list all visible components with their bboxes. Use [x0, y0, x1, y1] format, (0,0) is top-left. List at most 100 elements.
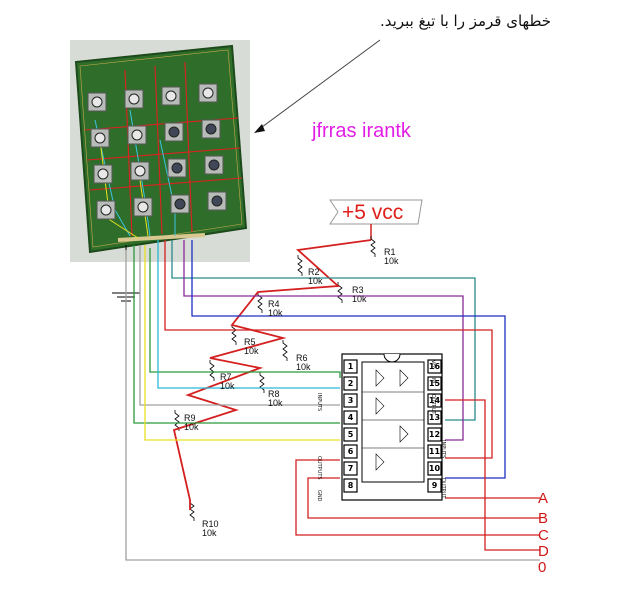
ic-label-inputs-right: INPUTS — [440, 440, 446, 459]
ic-pin-right-13 — [427, 410, 442, 425]
resistor-9 — [174, 410, 180, 431]
ic-pin-right-15 — [427, 376, 442, 391]
output-label-0: 0 — [538, 559, 547, 576]
pointer-arrow — [254, 39, 381, 133]
keypad-button-12 — [204, 155, 224, 175]
ic-pin-left-5 — [343, 427, 358, 442]
resistor-3 — [337, 282, 343, 303]
resistor-8 — [259, 372, 265, 393]
ic-pin-right-16 — [427, 359, 442, 374]
ic-label-nc: NC — [430, 378, 436, 386]
ic-pin-left-3 — [343, 393, 358, 408]
keypad-button-8 — [201, 119, 221, 139]
keypad-button-2 — [124, 89, 144, 109]
resistor-1 — [370, 236, 376, 257]
ic-pin-number-4: 4 — [347, 413, 354, 422]
ic-pin-left-4 — [343, 410, 358, 425]
cut-instruction-note: خطهای قرمز را با تیغ ببرید. — [380, 12, 552, 30]
output-label-c: C — [538, 527, 549, 544]
ic-pin-right-11 — [427, 444, 442, 459]
resistor-7 — [209, 360, 215, 381]
ic-pin-number-5: 5 — [347, 430, 354, 439]
vcc-label: +5 vcc — [342, 201, 404, 224]
keypad-button-13 — [96, 200, 116, 220]
ic-pin-number-14: 14 — [428, 396, 441, 405]
keypad-button-14 — [133, 197, 153, 217]
ic-label-output-top: OUTPUT — [430, 394, 436, 415]
ic-pin-left-8 — [343, 478, 358, 493]
ic-pin-right-14 — [427, 393, 442, 408]
keypad-button-7 — [164, 122, 184, 142]
ic-pin-number-10: 10 — [428, 464, 441, 473]
wire-purple — [183, 240, 464, 441]
ic-pin-number-11: 11 — [428, 447, 441, 456]
author-credit: jfrras irantk — [312, 120, 411, 142]
ic-pin-left-7 — [343, 461, 358, 476]
wire-out-d — [445, 399, 540, 551]
wire-red-mid — [164, 240, 493, 459]
vcc-flag — [329, 199, 423, 240]
keypad-button-16 — [207, 191, 227, 211]
resistor-2 — [297, 255, 303, 276]
keypad-button-1 — [87, 92, 107, 112]
keypad-button-9 — [93, 164, 113, 184]
ic-pin-number-3: 3 — [347, 396, 354, 405]
keypad-button-11 — [167, 158, 187, 178]
wire-green-2 — [133, 245, 340, 424]
ic-label-inputs-left: INPUTS — [316, 393, 322, 412]
encoder-ic — [341, 353, 443, 501]
ic-pin-number-1: 1 — [347, 362, 354, 371]
ic-pin-number-12: 12 — [428, 430, 441, 439]
ic-pin-number-13: 13 — [428, 413, 441, 422]
wire-out-c — [295, 459, 540, 536]
wire-yellow — [144, 245, 340, 441]
ic-label-vcc: Vcc — [430, 360, 436, 369]
ic-pin-right-10 — [427, 461, 442, 476]
keypad-button-4 — [198, 83, 218, 103]
ic-pin-left-1 — [343, 359, 358, 374]
keypad-button-10 — [130, 161, 150, 181]
keypad-pcb-photo — [70, 40, 250, 262]
ic-pin-right-12 — [427, 427, 442, 442]
wire-gray-h — [139, 245, 340, 406]
ic-pin-number-2: 2 — [347, 379, 354, 388]
ic-pin-left-2 — [343, 376, 358, 391]
wire-teal-top — [171, 240, 476, 421]
output-label-d: D — [538, 543, 549, 560]
resistor-4 — [257, 292, 263, 313]
wire-cyan — [157, 240, 340, 389]
resistor-6 — [282, 340, 288, 361]
ic-label-output-bottom: OUTPUT — [440, 478, 446, 499]
ic-pin-left-6 — [343, 444, 358, 459]
ic-pin-number-6: 6 — [347, 447, 354, 456]
ic-pin-number-8: 8 — [347, 481, 354, 490]
keypad-button-5 — [90, 128, 110, 148]
output-label-a: A — [538, 490, 549, 507]
wire-green-1 — [149, 248, 341, 378]
keypad-button-15 — [170, 194, 190, 214]
wire-out-b — [307, 477, 540, 519]
ic-label-gnd: GND — [316, 490, 322, 502]
keypad-button-3 — [161, 86, 181, 106]
ic-pin-right-9 — [427, 478, 442, 493]
wire-gray-bottom — [125, 250, 540, 561]
output-label-b: B — [538, 510, 549, 527]
ic-pin-number-15: 15 — [428, 379, 441, 388]
ic-pin-number-7: 7 — [347, 464, 354, 473]
ic-pin-number-9: 9 — [431, 481, 438, 490]
vcc-chain-wire — [172, 239, 372, 510]
ic-pin-number-16: 16 — [428, 362, 441, 371]
keypad-button-6 — [127, 125, 147, 145]
ic-label-outputs-left: OUTPUTS — [316, 456, 322, 480]
